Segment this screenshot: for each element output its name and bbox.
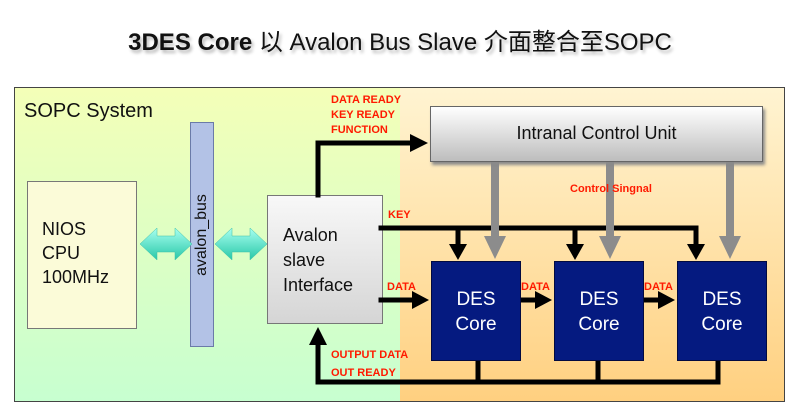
avalon-to-control-arrowhead	[410, 134, 428, 152]
data-label-2: DATA	[521, 281, 550, 293]
des-core-1: DES Core	[431, 261, 521, 361]
control-signal-arrowhead-2	[599, 236, 621, 259]
key-arrowhead-3	[687, 244, 705, 260]
data-label-3: DATA	[644, 281, 673, 293]
avalon-to-control-line	[315, 140, 417, 198]
nios-label-line2: CPU	[42, 243, 81, 263]
title-rest: 以 Avalon Bus Slave 介面整合至SOPC	[252, 29, 672, 56]
nios-label-line1: NIOS	[42, 219, 87, 239]
output-data-label: OUTPUT DATA	[331, 349, 409, 361]
key-label: KEY	[388, 209, 411, 221]
key-ready-label: KEY READY	[331, 109, 395, 121]
data-arrowhead-2	[535, 291, 552, 309]
des-core-2: DES Core	[554, 261, 644, 361]
avalon-slave-interface-block: Avalon slave Interface	[267, 195, 383, 324]
title-bold: 3DES Core	[128, 29, 253, 56]
des-core-3: DES Core	[677, 261, 767, 361]
data-ready-label: DATA READY	[331, 94, 402, 106]
des-core-2-line1: DES	[579, 289, 619, 310]
data-arrowhead-1	[412, 291, 429, 309]
control-signal-arrowhead-3	[719, 236, 741, 259]
output-return-line	[315, 340, 721, 385]
nios-cpu-block: NIOS CPU 100MHz	[27, 181, 137, 329]
des-core-1-line2: Core	[455, 314, 497, 335]
des-core-3-line1: DES	[702, 289, 742, 310]
control-signal-arrowhead-1	[484, 236, 506, 259]
output-return-arrowhead	[309, 327, 327, 345]
des-core-2-line2: Core	[578, 314, 620, 335]
diagram-title: 3DES Core 以 Avalon Bus Slave 介面整合至SOPC	[0, 22, 800, 57]
avalon-label-line2: slave	[283, 250, 326, 270]
avalon-label-line3: Interface	[283, 275, 354, 295]
data-label-1: DATA	[387, 281, 416, 293]
out-ready-label: OUT READY	[331, 367, 396, 379]
des-core-1-line1: DES	[456, 289, 496, 310]
internal-control-unit-block: Intranal Control Unit	[430, 106, 763, 162]
des-core-3-line2: Core	[701, 314, 743, 335]
key-arrowhead-2	[566, 244, 584, 260]
avalon-bus: avalon_bus	[190, 122, 214, 347]
avalon-label-line1: Avalon	[283, 225, 338, 245]
internal-control-unit-label: Intranal Control Unit	[516, 123, 677, 143]
cpu-bus-double-arrow	[139, 227, 193, 261]
key-arrowhead-1	[449, 244, 467, 260]
bus-avalon-double-arrow	[214, 227, 268, 261]
function-label: FUNCTION	[331, 124, 388, 136]
control-signal-label: Control Singnal	[570, 183, 652, 195]
nios-label-line3: 100MHz	[42, 267, 110, 287]
sopc-system-label: SOPC System	[24, 100, 153, 122]
data-arrowhead-3	[658, 291, 675, 309]
